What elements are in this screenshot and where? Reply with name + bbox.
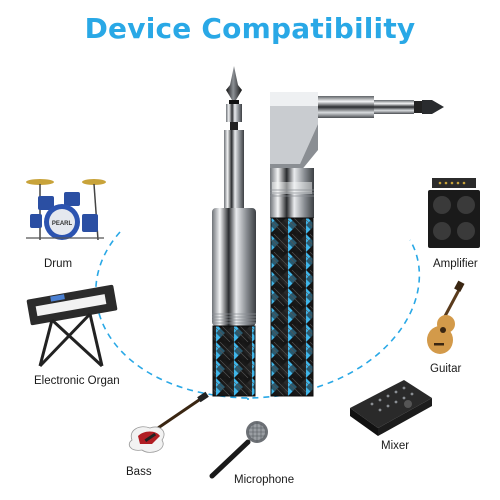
device-label-guitar: Guitar — [430, 363, 462, 375]
microphone-icon — [209, 421, 268, 479]
amplifier-icon — [428, 178, 480, 248]
device-label-mixer: Mixer — [381, 440, 410, 452]
page-title: Device Compatibility — [84, 12, 416, 45]
bass-guitar-icon — [128, 391, 209, 453]
straight-jack-plug — [212, 66, 256, 397]
device-label-electronic-organ: Electronic Organ — [34, 375, 120, 387]
keyboard-icon — [26, 284, 118, 368]
mixer-icon — [350, 380, 432, 436]
device-label-microphone: Microphone — [234, 474, 295, 486]
connection-arc — [95, 231, 421, 399]
acoustic-guitar-icon — [427, 280, 465, 354]
right-angle-jack-plug — [270, 92, 444, 397]
device-label-drum: Drum — [44, 258, 73, 270]
device-label-bass: Bass — [126, 466, 152, 478]
device-label-amplifier: Amplifier — [433, 258, 478, 270]
svg-text:PEARL: PEARL — [52, 221, 73, 227]
drum-kit-icon: PEARL — [26, 179, 106, 241]
